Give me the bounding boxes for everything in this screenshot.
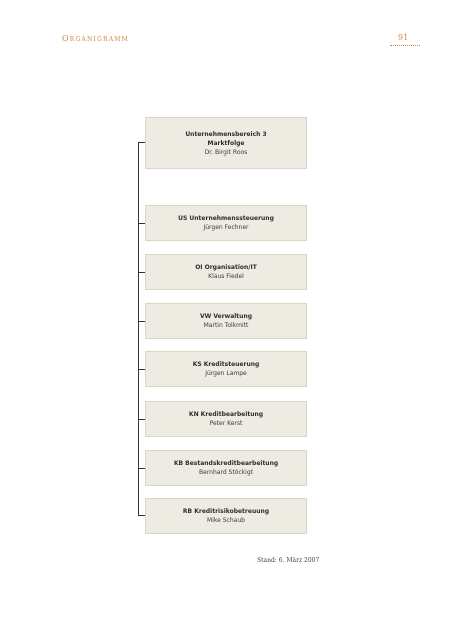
org-unit-person: Jürgen Lampe bbox=[205, 370, 247, 377]
org-unit-name: KB Bestandskreditbearbeitung bbox=[173, 460, 279, 467]
connector-head bbox=[138, 142, 145, 143]
org-unit-name: KN Kreditbearbeitung bbox=[188, 411, 264, 418]
org-connector-vertical bbox=[138, 142, 139, 515]
org-box-us: US Unternehmenssteuerung Jürgen Fechner bbox=[145, 205, 307, 241]
head-unit-person: Dr. Birgit Roos bbox=[204, 148, 248, 156]
org-box-ks: KS Kreditsteuerung Jürgen Lampe bbox=[145, 351, 307, 387]
footer-date: Stand: 6. März 2007 bbox=[257, 557, 320, 564]
org-unit-name: RB Kreditrisikobetreuung bbox=[182, 508, 270, 515]
org-unit-name: US Unternehmenssteuerung bbox=[178, 215, 274, 222]
page-number: 91 bbox=[398, 33, 409, 42]
head-unit-line1: Unternehmensbereich 3 bbox=[185, 130, 267, 138]
org-box-rb: RB Kreditrisikobetreuung Mike Schaub bbox=[145, 498, 307, 534]
org-unit-name: KS Kreditsteuerung bbox=[192, 361, 260, 368]
page-number-underline bbox=[390, 45, 420, 46]
org-unit-person: Bernhard Stöckigt bbox=[199, 469, 253, 476]
org-unit-person: Mike Schaub bbox=[207, 517, 245, 524]
header-title: Organigramm bbox=[62, 34, 129, 43]
org-unit-name: VW Verwaltung bbox=[199, 313, 253, 320]
org-unit-person: Jürgen Fechner bbox=[203, 224, 249, 231]
connector-vw bbox=[138, 321, 145, 322]
connector-oi bbox=[138, 272, 145, 273]
head-unit-line2: Marktfolge bbox=[207, 139, 245, 147]
connector-rb bbox=[138, 515, 145, 516]
org-unit-name: OI Organisation/IT bbox=[195, 264, 257, 271]
org-box-kn: KN Kreditbearbeitung Peter Kerst bbox=[145, 401, 307, 437]
connector-ks bbox=[138, 369, 145, 370]
connector-us bbox=[138, 223, 145, 224]
org-box-kb: KB Bestandskreditbearbeitung Bernhard St… bbox=[145, 450, 307, 486]
org-box-head: Unternehmensbereich 3 Marktfolge Dr. Bir… bbox=[145, 117, 307, 169]
org-unit-person: Martin Tolkmitt bbox=[203, 322, 249, 329]
org-unit-person: Peter Kerst bbox=[209, 420, 243, 427]
connector-kn bbox=[138, 419, 145, 420]
org-unit-person: Klaus Fiedel bbox=[208, 273, 244, 280]
connector-kb bbox=[138, 468, 145, 469]
org-box-oi: OI Organisation/IT Klaus Fiedel bbox=[145, 254, 307, 290]
org-box-vw: VW Verwaltung Martin Tolkmitt bbox=[145, 303, 307, 339]
